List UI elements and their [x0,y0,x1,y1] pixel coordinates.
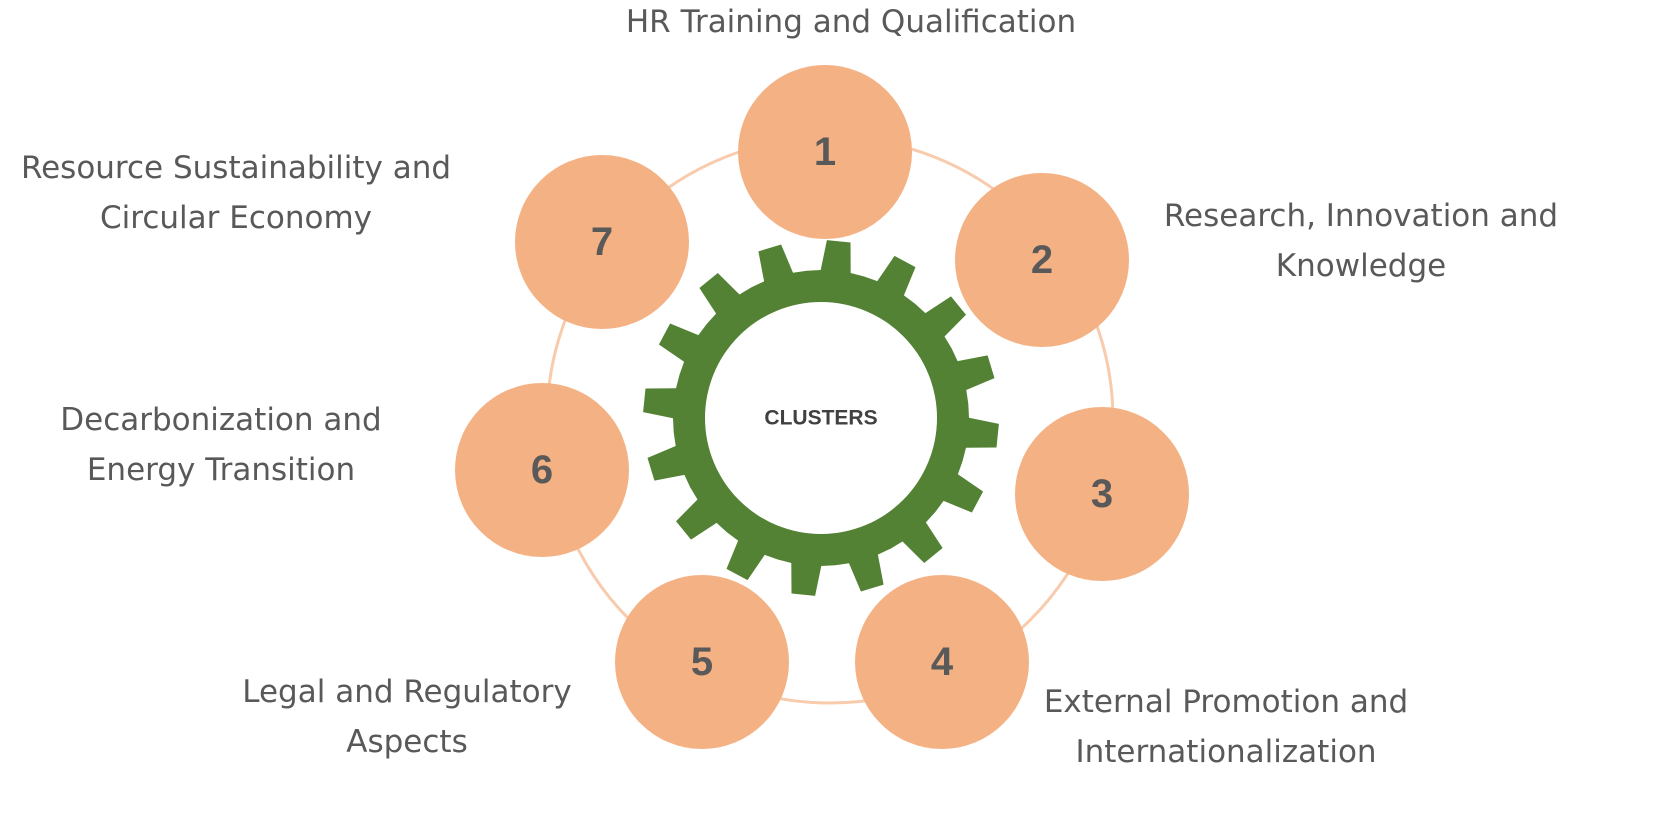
cluster-label-1-line-1: HR Training and Qualification [625,4,1077,40]
cluster-label-2-line-2: Knowledge [1275,248,1447,284]
cluster-number-3: 3 [1091,472,1113,516]
cluster-label-6: Decarbonization and Energy Transition [60,395,381,495]
cluster-label-6-line-1: Decarbonization and [60,402,382,438]
center-label: CLUSTERS [764,407,877,430]
cluster-node-4[interactable]: 4 [855,575,1029,749]
cluster-label-3: External Promotion and Internationalizat… [1044,677,1408,777]
cluster-label-7-line-2: Circular Economy [100,200,372,236]
cluster-number-5: 5 [691,640,713,684]
cluster-number-4: 4 [931,640,954,684]
cluster-label-6-line-2: Energy Transition [86,452,356,488]
cluster-label-5: Legal and Regulatory Aspects [242,667,571,767]
cluster-number-1: 1 [814,130,836,174]
cluster-number-7: 7 [591,220,613,264]
cluster-label-2: Research, Innovation and Knowledge [1164,191,1558,291]
cluster-label-3-line-1: External Promotion and [1043,684,1409,720]
gear-center [705,302,937,534]
cluster-node-5[interactable]: 5 [615,575,789,749]
cluster-node-6[interactable]: 6 [455,383,629,557]
cluster-node-7[interactable]: 7 [515,155,689,329]
cluster-node-1[interactable]: 1 [738,65,912,239]
cluster-label-5-line-2: Aspects [346,724,468,760]
cluster-label-7-line-1: Resource Sustainability and [20,150,452,186]
cluster-label-3-line-2: Internationalization [1075,734,1377,770]
cluster-node-3[interactable]: 3 [1015,407,1189,581]
cluster-label-7: Resource Sustainability and Circular Eco… [21,143,451,243]
cluster-number-2: 2 [1031,238,1053,282]
cluster-label-1: HR Training and Qualification [626,0,1076,47]
cluster-label-2-line-1: Research, Innovation and [1163,198,1559,234]
cluster-number-6: 6 [531,448,553,492]
cluster-label-5-line-1: Legal and Regulatory [242,674,572,710]
cluster-node-2[interactable]: 2 [955,173,1129,347]
